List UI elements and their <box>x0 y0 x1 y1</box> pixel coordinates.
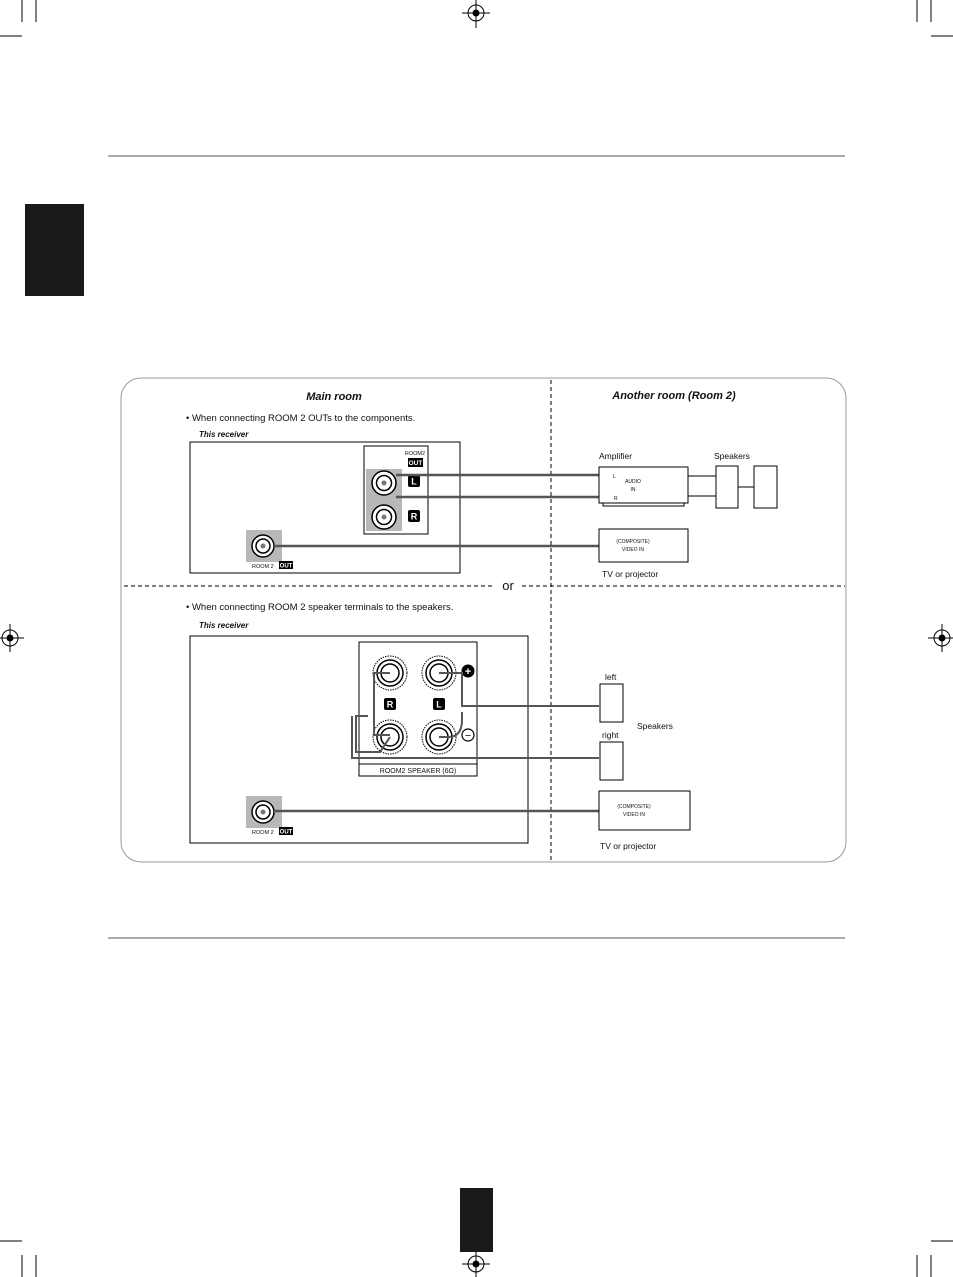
section1-tv-label: TV or projector <box>602 569 658 579</box>
section1-speakers-label: Speakers <box>714 451 750 461</box>
section1-tv-line2: VIDEO IN <box>622 547 644 553</box>
or-label: or <box>502 578 514 593</box>
amp-audio-in-line2: IN <box>631 487 636 493</box>
page-number-tab <box>460 1188 493 1252</box>
minus-icon <box>461 728 475 742</box>
plus-icon <box>461 664 475 678</box>
room2-out-label: ROOM2 <box>405 451 425 457</box>
s2-video-out-badge-box <box>279 827 293 835</box>
section1-receiver-label: This receiver <box>199 430 249 439</box>
l-badge-box <box>408 475 420 487</box>
right-speaker-box <box>599 741 624 781</box>
language-tab <box>25 204 84 296</box>
section2-tv-label: TV or projector <box>600 841 656 851</box>
rca-jack-l-icon <box>371 470 397 496</box>
s2-r-badge: R <box>387 700 394 710</box>
registration-mark-right <box>928 624 953 652</box>
right-label: right <box>602 730 619 740</box>
section2-tv-line1: (COMPOSITE) <box>617 804 651 810</box>
section1-tv-line1: (COMPOSITE) <box>616 539 650 545</box>
section2-speakers-label: Speakers <box>637 721 673 731</box>
s2-video-out-badge: OUT <box>280 830 293 836</box>
speaker-box-2 <box>753 465 778 509</box>
video-out-badge-box <box>279 561 293 569</box>
s2-r-badge-box <box>384 698 396 710</box>
amplifier-box <box>598 466 689 504</box>
section2-tv-line2: VIDEO IN <box>623 812 645 818</box>
video-out-badge: OUT <box>280 564 293 570</box>
s2-l-badge-box <box>433 698 445 710</box>
out-badge-box <box>408 458 423 467</box>
another-room-title: Another room (Room 2) <box>611 390 736 402</box>
s2-video-out-jack-icon <box>251 800 275 824</box>
section1-tv-box <box>598 528 689 563</box>
left-speaker-box <box>599 683 624 723</box>
rca-jack-r-icon <box>371 504 397 530</box>
amp-audio-in-line1: AUDIO <box>625 479 641 485</box>
amp-r: R <box>614 496 618 502</box>
section2-speaker-wires <box>351 672 599 759</box>
video-out-jack-icon <box>251 534 275 558</box>
registration-mark-top <box>462 0 490 28</box>
section2-receiver-label: This receiver <box>199 621 249 630</box>
r-badge-box <box>408 510 420 522</box>
minus-sign: − <box>465 730 471 742</box>
registration-mark-bottom <box>462 1250 490 1277</box>
section2-bullet: • When connecting ROOM 2 speaker termina… <box>186 602 453 613</box>
amplifier-label: Amplifier <box>599 451 632 461</box>
section1-cables <box>274 473 610 548</box>
speaker-wires-1 <box>688 475 754 497</box>
registration-mark-left <box>0 624 24 652</box>
section1-bullet: • When connecting ROOM 2 OUTs to the com… <box>186 413 415 424</box>
amp-l: L <box>613 474 616 480</box>
main-room-title: Main room <box>306 391 362 403</box>
video-out-label: ROOM 2 <box>252 564 274 570</box>
amplifier-foot <box>602 502 685 507</box>
plus-sign: + <box>465 666 471 678</box>
speaker-box-1 <box>715 465 739 509</box>
s2-video-out-label: ROOM 2 <box>252 830 274 836</box>
left-label: left <box>605 672 617 682</box>
speaker-terminal-panel <box>358 641 478 777</box>
l-badge: L <box>411 477 417 487</box>
s2-l-badge: L <box>436 700 442 710</box>
out-badge: OUT <box>409 460 423 467</box>
speaker-terminal-label: ROOM2 SPEAKER (6Ω) <box>380 768 456 775</box>
r-badge: R <box>411 512 418 522</box>
section2-tv-box <box>598 790 691 831</box>
